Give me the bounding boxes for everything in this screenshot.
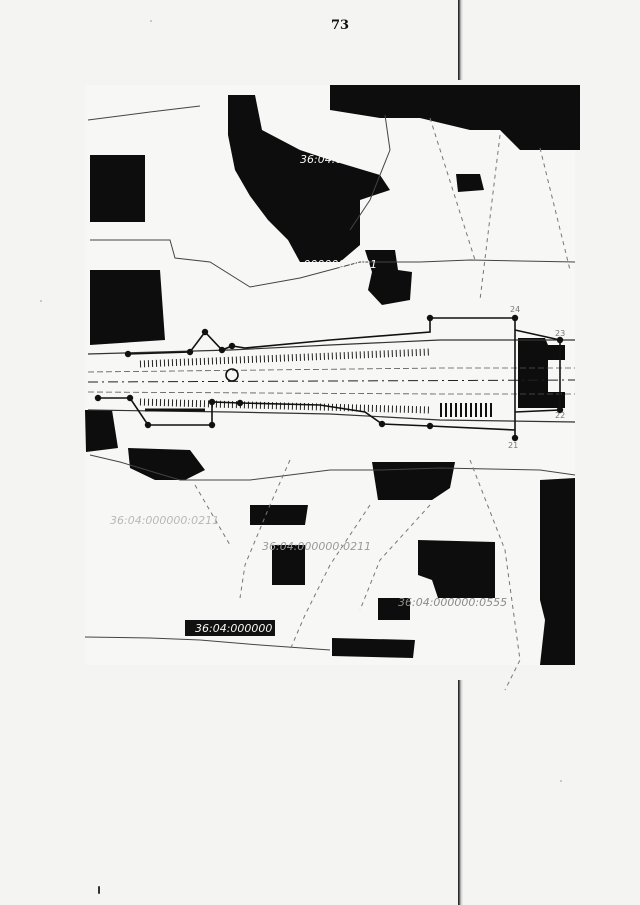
building-center-low: [128, 448, 205, 480]
building-left-lower: [85, 410, 118, 452]
parcel-label-1: 36:04:000000: [300, 153, 377, 166]
parcel-label-4: 36:04:000000:0211: [262, 540, 371, 553]
parcel-label-5-box: [185, 620, 275, 636]
boundary-north: [127, 317, 516, 438]
parcel-lines-dashed: [194, 117, 571, 691]
building-small-1: [250, 505, 308, 525]
parcel-lines: [84, 105, 576, 651]
building-left-mid: [90, 270, 165, 345]
survey-marker-ring: [225, 368, 239, 382]
scan-speck: [150, 20, 152, 22]
binding-shadow-bottom: [458, 680, 463, 905]
building-bottom-2: [332, 638, 415, 658]
building-top-center: [228, 95, 390, 262]
survey-points: [94, 314, 564, 442]
building-right-edge: [518, 338, 565, 408]
road-edge-top: [87, 339, 575, 355]
building-center-blob: [365, 250, 412, 305]
building-far-right: [540, 478, 575, 665]
boundary-right-post: [514, 329, 561, 413]
road-lane-2: [87, 391, 575, 395]
road-centerline: [87, 379, 576, 383]
point-label-22: 22: [555, 411, 565, 420]
scan-speck: [40, 300, 42, 302]
building-right-low: [372, 462, 455, 500]
binding-shadow-top: [458, 0, 463, 80]
building-top-right: [330, 85, 580, 150]
point-label-23: 23: [555, 329, 565, 338]
parcel-label-3: 36:04:000000:0211: [110, 514, 219, 527]
road-hatch-bottom: [139, 398, 431, 414]
building-lower-right: [418, 540, 495, 598]
building-small-2: [272, 545, 305, 585]
building-footprints: [85, 85, 580, 665]
building-left-upper: [90, 155, 145, 222]
road-lane-1: [87, 367, 575, 373]
point-label-21: 21: [508, 441, 518, 450]
scan-speck: [560, 780, 562, 782]
building-bottom-1: [378, 598, 410, 620]
road-hatch-top: [139, 348, 431, 368]
road-corridor: [87, 339, 576, 423]
point-label-24: 24: [510, 305, 520, 314]
parcel-label-6: 36:04:000000:0555: [398, 596, 507, 609]
parcel-label-2: 36:04:000000:0991: [268, 258, 377, 271]
page-number: 73: [330, 18, 350, 33]
parcel-label-5: 36:04:000000: [195, 622, 272, 635]
scan-speck: [98, 886, 100, 894]
building-right-small: [456, 174, 484, 192]
